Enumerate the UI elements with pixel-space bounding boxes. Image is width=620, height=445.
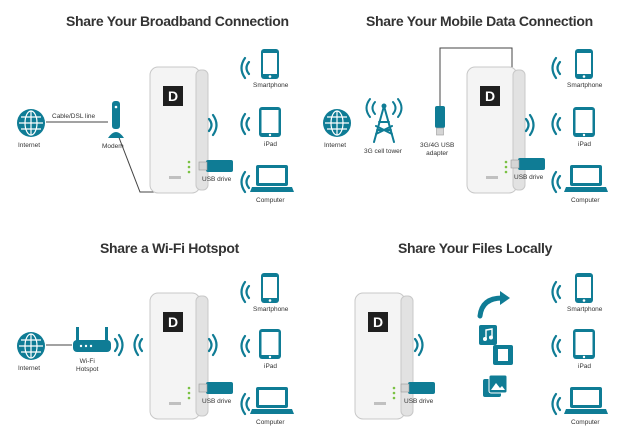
smartphone-label: Smartphone [253,82,289,89]
computer-icon [564,164,608,194]
video-file-icon [493,345,513,365]
computer-wifi-icon [551,170,563,194]
computer-label: Computer [256,197,285,204]
hotspot-wifi-icon [112,333,124,357]
usb-adapter-label-line1: 3G/4G USB [420,142,455,149]
panel-title: Share Your Mobile Data Connection [366,13,593,29]
computer-icon [564,386,608,416]
usb-drive-label: USB drive [202,176,232,183]
usb-drive-icon [400,380,436,396]
hotspot-label-line1: Wi-Fi [79,358,95,365]
usb-adapter-label: 3G/4G USB adapter [420,142,454,158]
share-arrow-icon [477,291,510,319]
smartphone-wifi-icon [240,280,252,304]
hotspot-label-line2: Hotspot [76,366,99,373]
cable-label: Cable/DSL line [52,113,96,120]
usb-drive-icon [510,156,546,172]
computer-icon [250,386,294,416]
computer-wifi-icon [551,392,563,416]
internet-label: Internet [18,142,41,149]
computer-label: Computer [571,419,600,426]
internet-globe-icon [322,108,352,138]
modem-label: Modem [102,143,124,150]
computer-label: Computer [571,197,600,204]
smartphone-label: Smartphone [567,82,603,89]
hotspot-label: Wi-Fi Hotspot [76,358,98,374]
photo-file-icon [483,374,508,397]
smartphone-label: Smartphone [253,306,289,313]
internet-globe-icon [16,331,46,361]
smartphone-icon [260,272,280,304]
ipad-label: iPad [264,363,278,370]
music-file-icon [479,325,497,345]
router-device [149,292,209,422]
router-wifi-icon [523,113,535,137]
ipad-label: iPad [578,141,592,148]
panel-title: Share Your Files Locally [398,240,553,256]
panel-title: Share Your Broadband Connection [66,13,289,29]
ipad-icon [258,328,282,360]
smartphone-icon [574,48,594,80]
hotspot-router-icon [72,326,112,356]
ipad-wifi-icon [551,112,563,136]
panel-title: Share a Wi-Fi Hotspot [100,240,240,256]
smartphone-wifi-icon [551,280,563,304]
router-in-wifi-icon [133,333,145,357]
smartphone-label: Smartphone [567,306,603,313]
cell-tower-icon [364,96,404,144]
computer-label: Computer [256,419,285,426]
ipad-wifi-icon [240,334,252,358]
usb-adapter-label-line2: adapter [426,150,449,157]
internet-label: Internet [18,365,41,372]
router-wifi-icon [206,333,218,357]
ipad-wifi-icon [551,334,563,358]
smartphone-wifi-icon [551,56,563,80]
connection-lines [46,344,72,346]
usb-adapter-icon [434,105,446,137]
ipad-label: iPad [578,363,592,370]
smartphone-icon [574,272,594,304]
internet-label: Internet [324,142,347,149]
ipad-icon [572,106,596,138]
cell-tower-label: 3G cell tower [364,148,402,155]
usb-drive-label: USB drive [404,398,434,405]
usb-drive-icon [198,380,234,396]
router-wifi-icon [412,333,424,357]
usb-drive-label: USB drive [202,398,232,405]
ipad-label: iPad [264,141,278,148]
ipad-icon [572,328,596,360]
usb-drive-label: USB drive [514,174,544,181]
